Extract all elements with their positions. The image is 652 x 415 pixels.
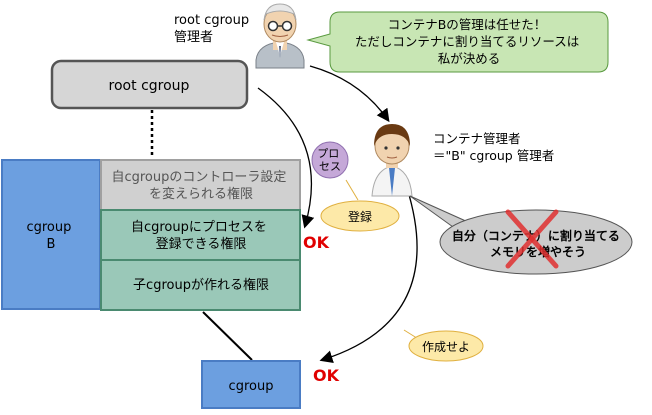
create-bubble: 作成せよ bbox=[403, 329, 484, 362]
cgroup-b-node: cgroup B bbox=[1, 159, 101, 310]
b-to-child-connector bbox=[202, 311, 253, 361]
perm-register-box: 自cgroupにプロセスを 登録できる権限 bbox=[100, 209, 301, 261]
speech-line-2: ただしコンテナに割り当てるリソースは bbox=[355, 34, 579, 49]
root-cgroup-label: root cgroup bbox=[109, 78, 190, 94]
root-cgroup-node: root cgroup bbox=[50, 59, 249, 110]
container-admin-label: コンテナ管理者 ＝"B" cgroup 管理者 bbox=[433, 131, 554, 163]
register-bubble: 登録 bbox=[320, 179, 400, 232]
root-admin-avatar-icon bbox=[255, 3, 305, 69]
cgroup-b-label: cgroup B bbox=[26, 220, 75, 252]
ok-register-label: OK bbox=[303, 233, 330, 252]
speech-line-1: コンテナBの管理は任せた！ bbox=[388, 17, 547, 32]
child-cgroup-label: cgroup bbox=[229, 379, 274, 394]
root-admin-label: root cgroup 管理者 bbox=[174, 13, 253, 45]
svg-text:自cgroupのコントローラ設定 を変えられる権: 自cgroupのコントローラ設定 を変えられる権限 bbox=[111, 169, 290, 202]
svg-text:コンテナBの管理は任せた！ ただしコンテナに割り: コンテナBの管理は任せた！ ただしコンテナに割り当てるリソースは 私が決める bbox=[355, 17, 583, 66]
child-cgroup-node: cgroup bbox=[201, 360, 301, 409]
svg-text:作成せよ: 作成せよ bbox=[422, 340, 470, 354]
root-speech-bubble: コンテナBの管理は任せた！ ただしコンテナに割り当てるリソースは 私が決める bbox=[306, 11, 609, 73]
svg-text:プロ セス: プロ セス bbox=[317, 147, 343, 173]
speech-line-3: 私が決める bbox=[438, 51, 501, 66]
process-bubble: プロ セス bbox=[311, 141, 349, 179]
svg-text:登録: 登録 bbox=[348, 209, 372, 224]
svg-text:子cgroupが作れる権限: 子cgroupが作れる権限 bbox=[133, 277, 269, 293]
perm-child-box: 子cgroupが作れる権限 bbox=[100, 259, 301, 311]
create-arrow bbox=[319, 187, 418, 364]
delegate-arrow bbox=[309, 65, 390, 123]
container-admin-avatar-icon bbox=[371, 124, 413, 197]
denied-thought-bubble: 自分（コンテナ）に割り当てる メモリを増やそう bbox=[409, 195, 633, 275]
cross-denied-icon bbox=[505, 209, 559, 269]
svg-text:自cgroupにプロセスを 登録できる権限: 自cgroupにプロセスを 登録できる権限 bbox=[131, 220, 271, 252]
register-arrow bbox=[257, 87, 315, 229]
perm-controller-box: 自cgroupのコントローラ設定 を変えられる権限 bbox=[100, 159, 301, 211]
ok-create-label: OK bbox=[313, 366, 340, 385]
